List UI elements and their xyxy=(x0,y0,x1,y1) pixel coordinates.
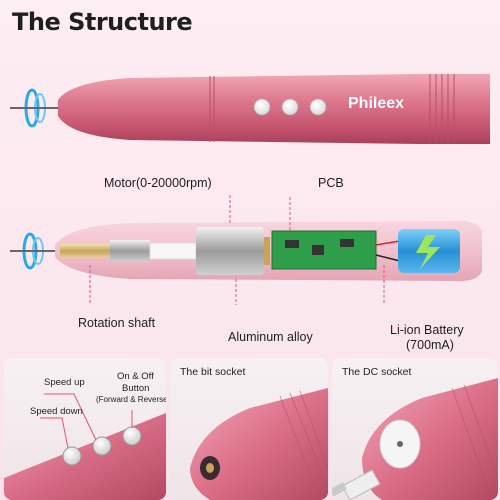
dc-socket-title: The DC socket xyxy=(342,366,412,378)
onoff-label-line2: Button xyxy=(122,383,150,394)
bit-socket-closeup xyxy=(190,388,328,500)
dc-socket-closeup xyxy=(332,378,498,500)
battery-label: Li-ion Battery xyxy=(390,323,464,337)
aluminum-alloy-label: Aluminum alloy xyxy=(228,330,313,344)
pen-full-view xyxy=(10,74,490,144)
brand-logo-text: Phileex xyxy=(348,95,405,112)
motor-label: Motor(0-20000rpm) xyxy=(104,176,212,190)
bit-socket-title: The bit socket xyxy=(180,366,246,378)
pcb-label: PCB xyxy=(318,176,344,190)
speed-up-label: Speed up xyxy=(44,377,85,388)
bit-socket-panel: The bit socket xyxy=(170,358,328,500)
battery-capacity-label: (700mA) xyxy=(406,338,454,352)
page-title: The Structure xyxy=(12,8,193,36)
buttons-panel: Speed up Speed down On & Off Button (For… xyxy=(4,358,166,500)
onoff-label-line3: (Forward & Reverse) xyxy=(96,395,166,404)
buttons-closeup xyxy=(4,393,166,500)
pen-internal-view xyxy=(10,195,482,305)
speed-down-label: Speed down xyxy=(30,406,83,417)
rotation-shaft-label: Rotation shaft xyxy=(78,316,156,330)
onoff-label-line1: On & Off xyxy=(117,371,154,382)
dc-socket-panel: The DC socket xyxy=(332,358,498,500)
